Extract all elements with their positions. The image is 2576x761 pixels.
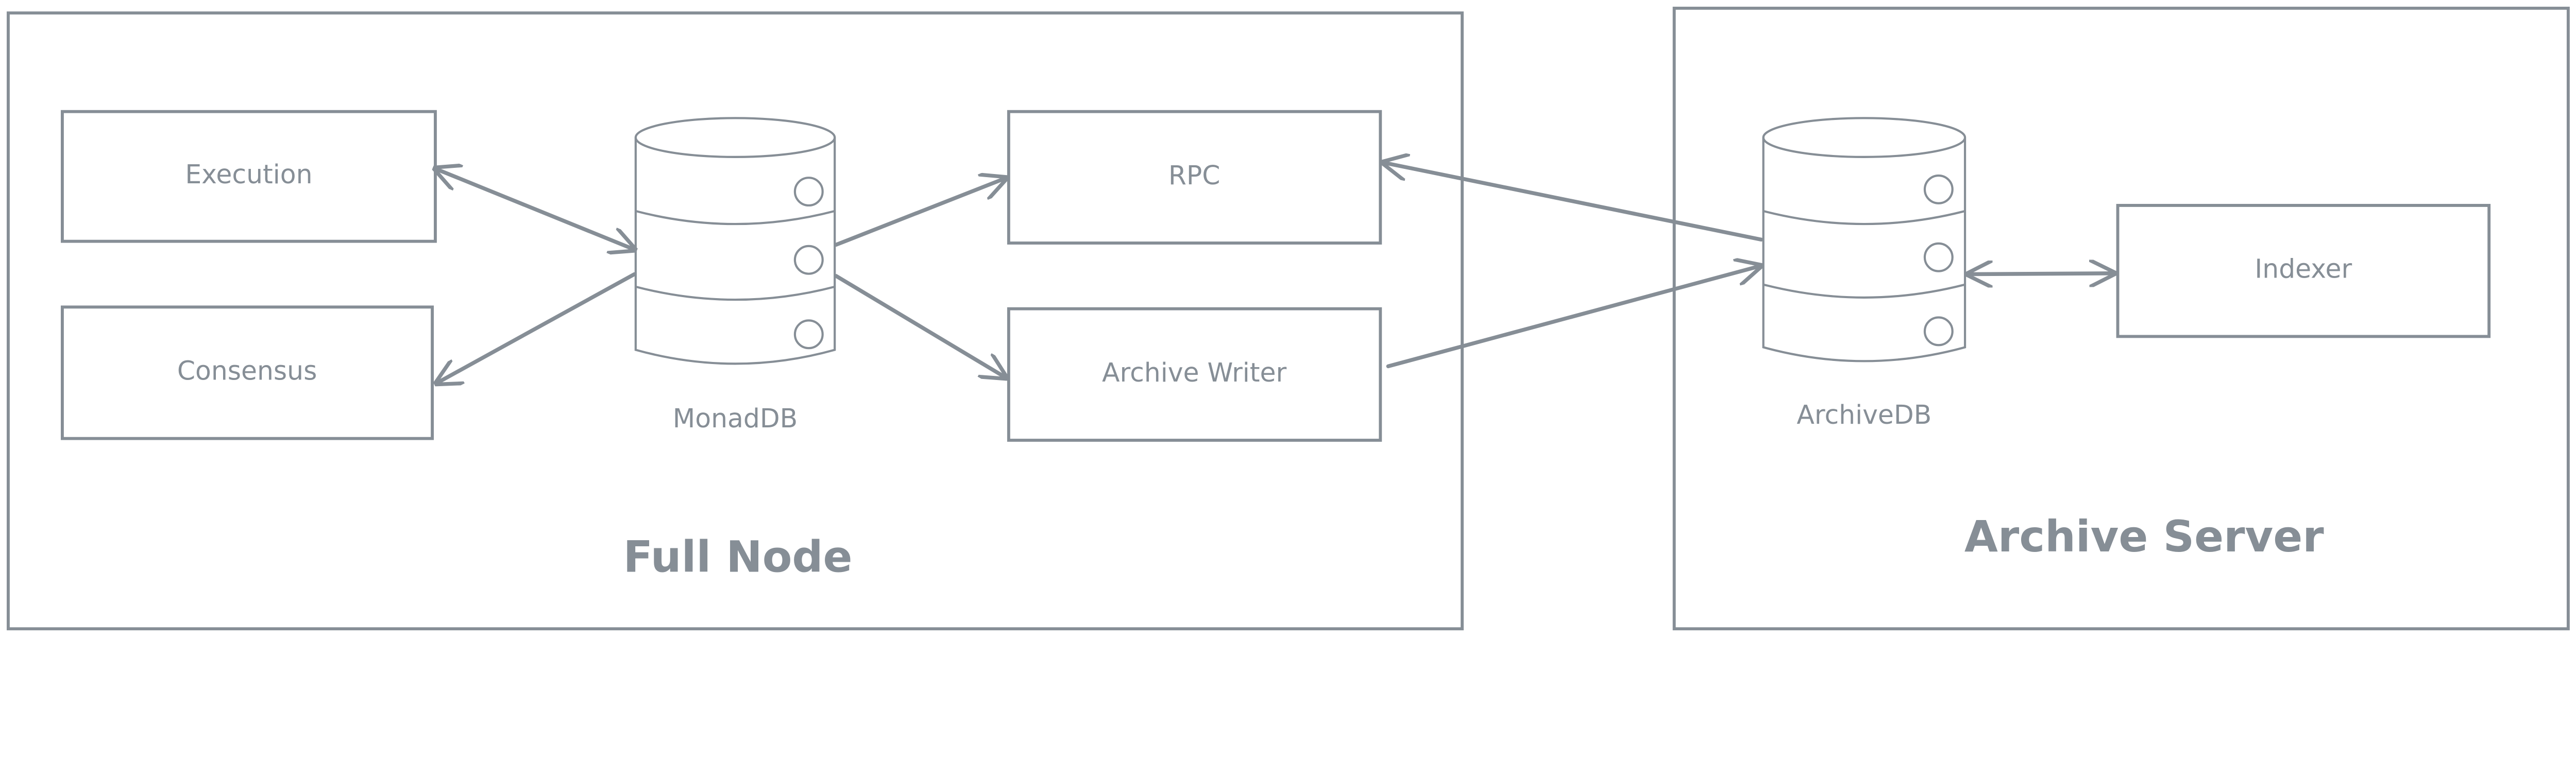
- indexer-label: Indexer: [2255, 253, 2352, 284]
- archive-server-group: Archive Server: [1672, 7, 2570, 631]
- arrow-monaddb-rpc: [834, 178, 1006, 247]
- execution-node[interactable]: Execution: [61, 110, 437, 243]
- arrow-archivedb-rpc: [1383, 163, 1764, 242]
- archive-writer-label: Archive Writer: [1102, 357, 1286, 388]
- monaddb-node[interactable]: MonadDB: [634, 117, 836, 434]
- database-icon: [634, 117, 836, 365]
- arrow-monaddb-consensus: [436, 272, 637, 384]
- rpc-node[interactable]: RPC: [1007, 110, 1382, 245]
- arrow-archive-writer-archivedb: [1386, 266, 1760, 369]
- database-icon: [1762, 117, 1967, 362]
- architecture-diagram: Full Node Archive Server Execution Conse…: [7, 7, 2570, 631]
- consensus-node[interactable]: Consensus: [61, 305, 434, 440]
- arrow-execution-monaddb: [435, 169, 634, 250]
- monaddb-label: MonadDB: [673, 403, 798, 434]
- rpc-label: RPC: [1168, 160, 1221, 191]
- indexer-node[interactable]: Indexer: [2116, 204, 2491, 338]
- archive-writer-node[interactable]: Archive Writer: [1007, 307, 1382, 442]
- full-node-frame: [7, 11, 1464, 631]
- consensus-label: Consensus: [177, 356, 317, 386]
- arrow-archivedb-indexer: [1968, 273, 2114, 274]
- execution-label: Execution: [185, 159, 312, 189]
- full-node-title: Full Node: [623, 532, 853, 582]
- archivedb-node[interactable]: ArchiveDB: [1762, 117, 1967, 430]
- archive-server-title: Archive Server: [1964, 511, 2324, 562]
- full-node-group: Full Node: [7, 11, 1464, 631]
- archivedb-label: ArchiveDB: [1797, 400, 1931, 430]
- archive-server-frame: [1672, 7, 2570, 631]
- arrow-monaddb-archive-writer: [834, 274, 1006, 377]
